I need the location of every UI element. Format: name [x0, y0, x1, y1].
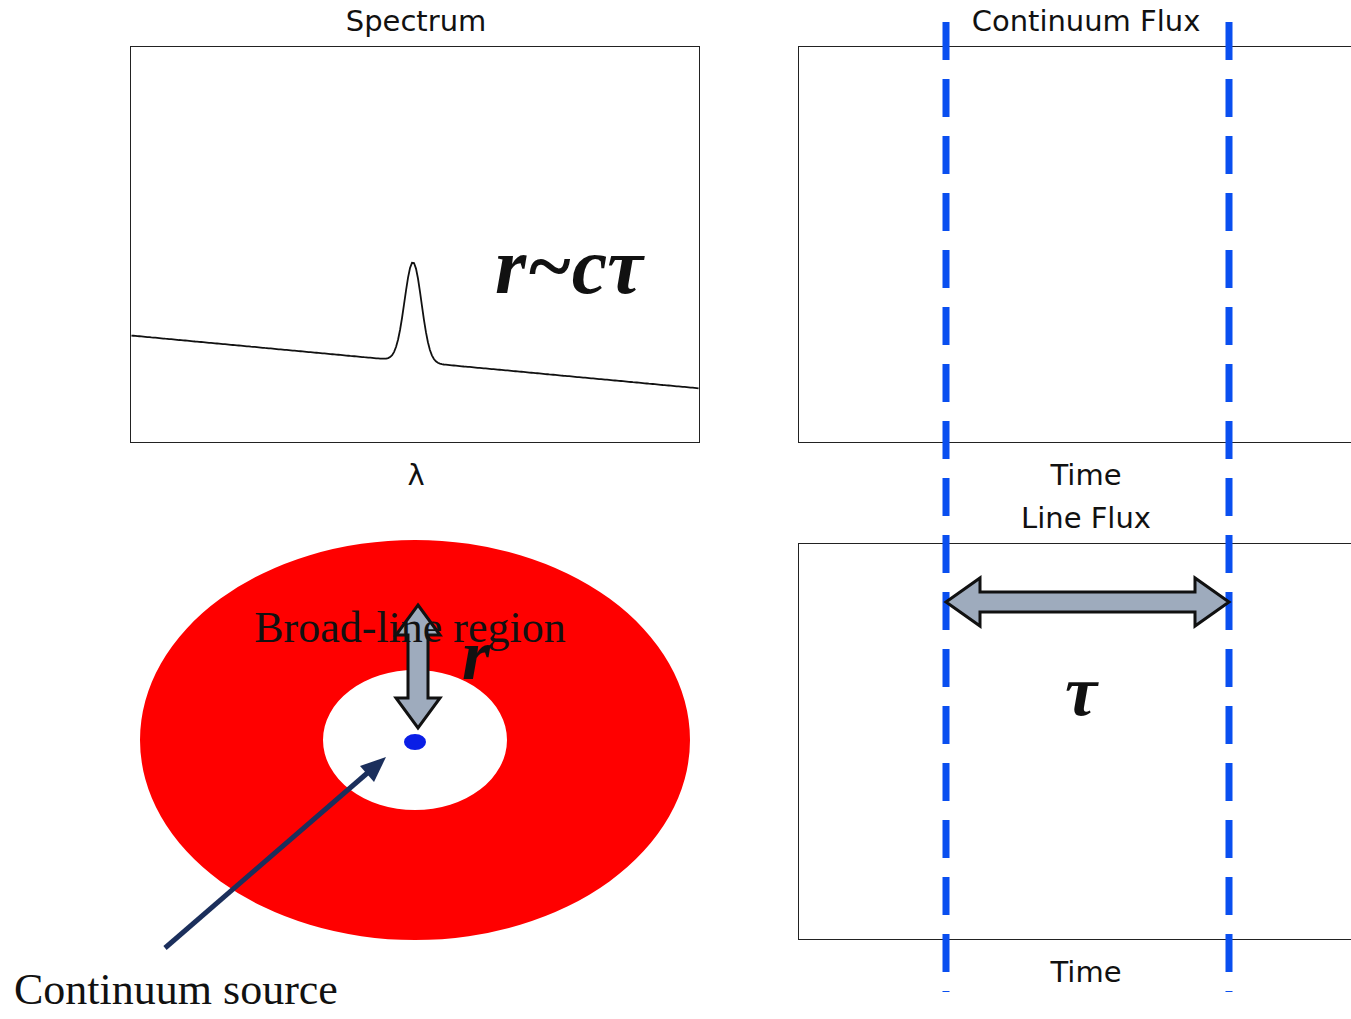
- continuum-dot: [404, 734, 426, 750]
- callout-label: Continuum source: [14, 966, 338, 1014]
- continuum-flux-plot: Continuum FluxTime: [798, 46, 1351, 443]
- region-label: Broad-line region: [254, 602, 566, 653]
- plot-title: Continuum Flux: [969, 5, 1204, 38]
- dashed-marker: [943, 22, 950, 992]
- broad-line-region: Broad-line region: [140, 540, 690, 940]
- dashed-marker: [1226, 22, 1233, 992]
- lag-label: τ: [1065, 652, 1097, 731]
- radius-label: r: [462, 616, 490, 695]
- line-flux-plot: Line FluxTime: [798, 543, 1351, 940]
- ring-shape: [140, 540, 690, 940]
- axis-label: Time: [1048, 459, 1125, 492]
- axis-label: Time: [1048, 956, 1125, 989]
- radius-arrow: [396, 605, 440, 728]
- axis-label: λ: [404, 459, 427, 492]
- plot-title: Line Flux: [1018, 502, 1154, 535]
- lag-arrow: [946, 578, 1229, 626]
- plot-title: Spectrum: [343, 5, 490, 38]
- ring-fill: [140, 540, 690, 940]
- leader-head: [360, 757, 386, 782]
- relation-label: r~cτ: [495, 222, 643, 310]
- leader-line: [165, 769, 372, 948]
